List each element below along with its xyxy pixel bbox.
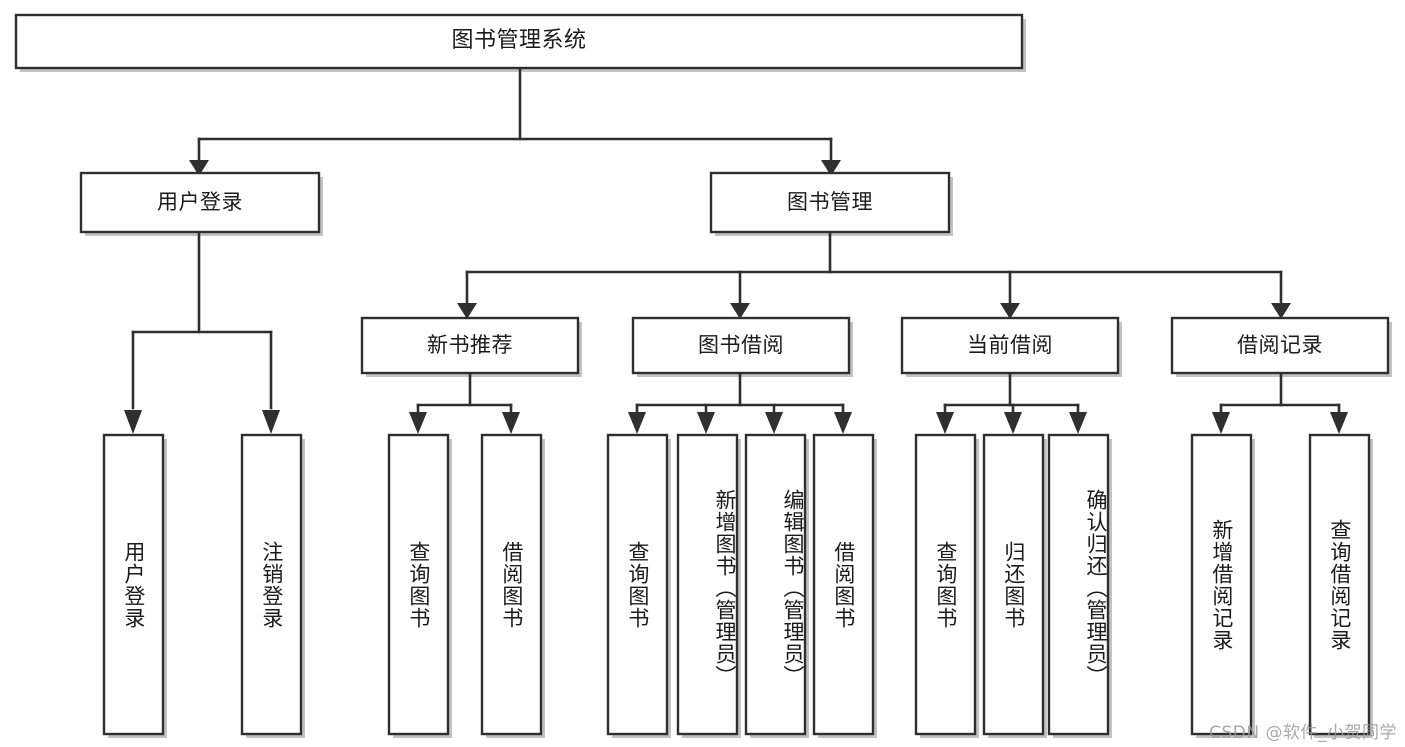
node-box-leaf-user-login bbox=[102, 433, 165, 736]
node-leaf-user-login[interactable] bbox=[104, 435, 163, 734]
node-user-login[interactable] bbox=[81, 173, 319, 232]
node-box-title bbox=[14, 13, 1024, 70]
node-box-leaf-confirm-return bbox=[1047, 433, 1110, 736]
node-leaf-return-book[interactable] bbox=[984, 435, 1043, 734]
node-leaf-query-book-1[interactable] bbox=[389, 435, 448, 734]
node-boxes bbox=[14, 13, 1390, 736]
node-box-leaf-borrow-book-2 bbox=[812, 433, 875, 736]
node-book-borrow[interactable] bbox=[633, 318, 849, 373]
node-box-borrow-record bbox=[1170, 316, 1390, 375]
node-leaf-add-book[interactable] bbox=[678, 435, 737, 734]
node-leaf-borrow-book-1[interactable] bbox=[482, 435, 541, 734]
node-current-borrow[interactable] bbox=[902, 318, 1118, 373]
node-box-book-management bbox=[709, 171, 951, 234]
node-box-leaf-edit-book bbox=[744, 433, 807, 736]
node-leaf-confirm-return[interactable] bbox=[1049, 435, 1108, 734]
node-leaf-logout[interactable] bbox=[242, 435, 301, 734]
connector-arrowheads bbox=[124, 160, 1348, 434]
node-box-user-login bbox=[79, 171, 321, 234]
node-leaf-edit-book[interactable] bbox=[746, 435, 805, 734]
node-box-book-borrow bbox=[631, 316, 851, 375]
node-leaf-query-book-2[interactable] bbox=[608, 435, 667, 734]
node-leaf-query-book-3[interactable] bbox=[916, 435, 975, 734]
watermark-text: CSDN @软件_小贺同学 bbox=[1209, 723, 1397, 743]
node-leaf-borrow-book-2[interactable] bbox=[814, 435, 873, 734]
node-leaf-add-record[interactable] bbox=[1192, 435, 1251, 734]
node-box-leaf-query-book-2 bbox=[606, 433, 669, 736]
node-leaf-query-record[interactable] bbox=[1310, 435, 1369, 734]
node-box-leaf-borrow-book-1 bbox=[480, 433, 543, 736]
node-book-management[interactable] bbox=[711, 173, 949, 232]
node-box-leaf-add-book bbox=[676, 433, 739, 736]
node-box-leaf-return-book bbox=[982, 433, 1045, 736]
node-box-current-borrow bbox=[900, 316, 1120, 375]
node-box-leaf-add-record bbox=[1190, 433, 1253, 736]
node-box-leaf-query-record bbox=[1308, 433, 1371, 736]
node-box-leaf-query-book-1 bbox=[387, 433, 450, 736]
node-borrow-record[interactable] bbox=[1172, 318, 1388, 373]
node-title[interactable] bbox=[16, 15, 1022, 68]
node-box-leaf-query-book-3 bbox=[914, 433, 977, 736]
node-new-book-recommend[interactable] bbox=[362, 318, 578, 373]
node-box-leaf-logout bbox=[240, 433, 303, 736]
node-box-new-book-recommend bbox=[360, 316, 580, 375]
